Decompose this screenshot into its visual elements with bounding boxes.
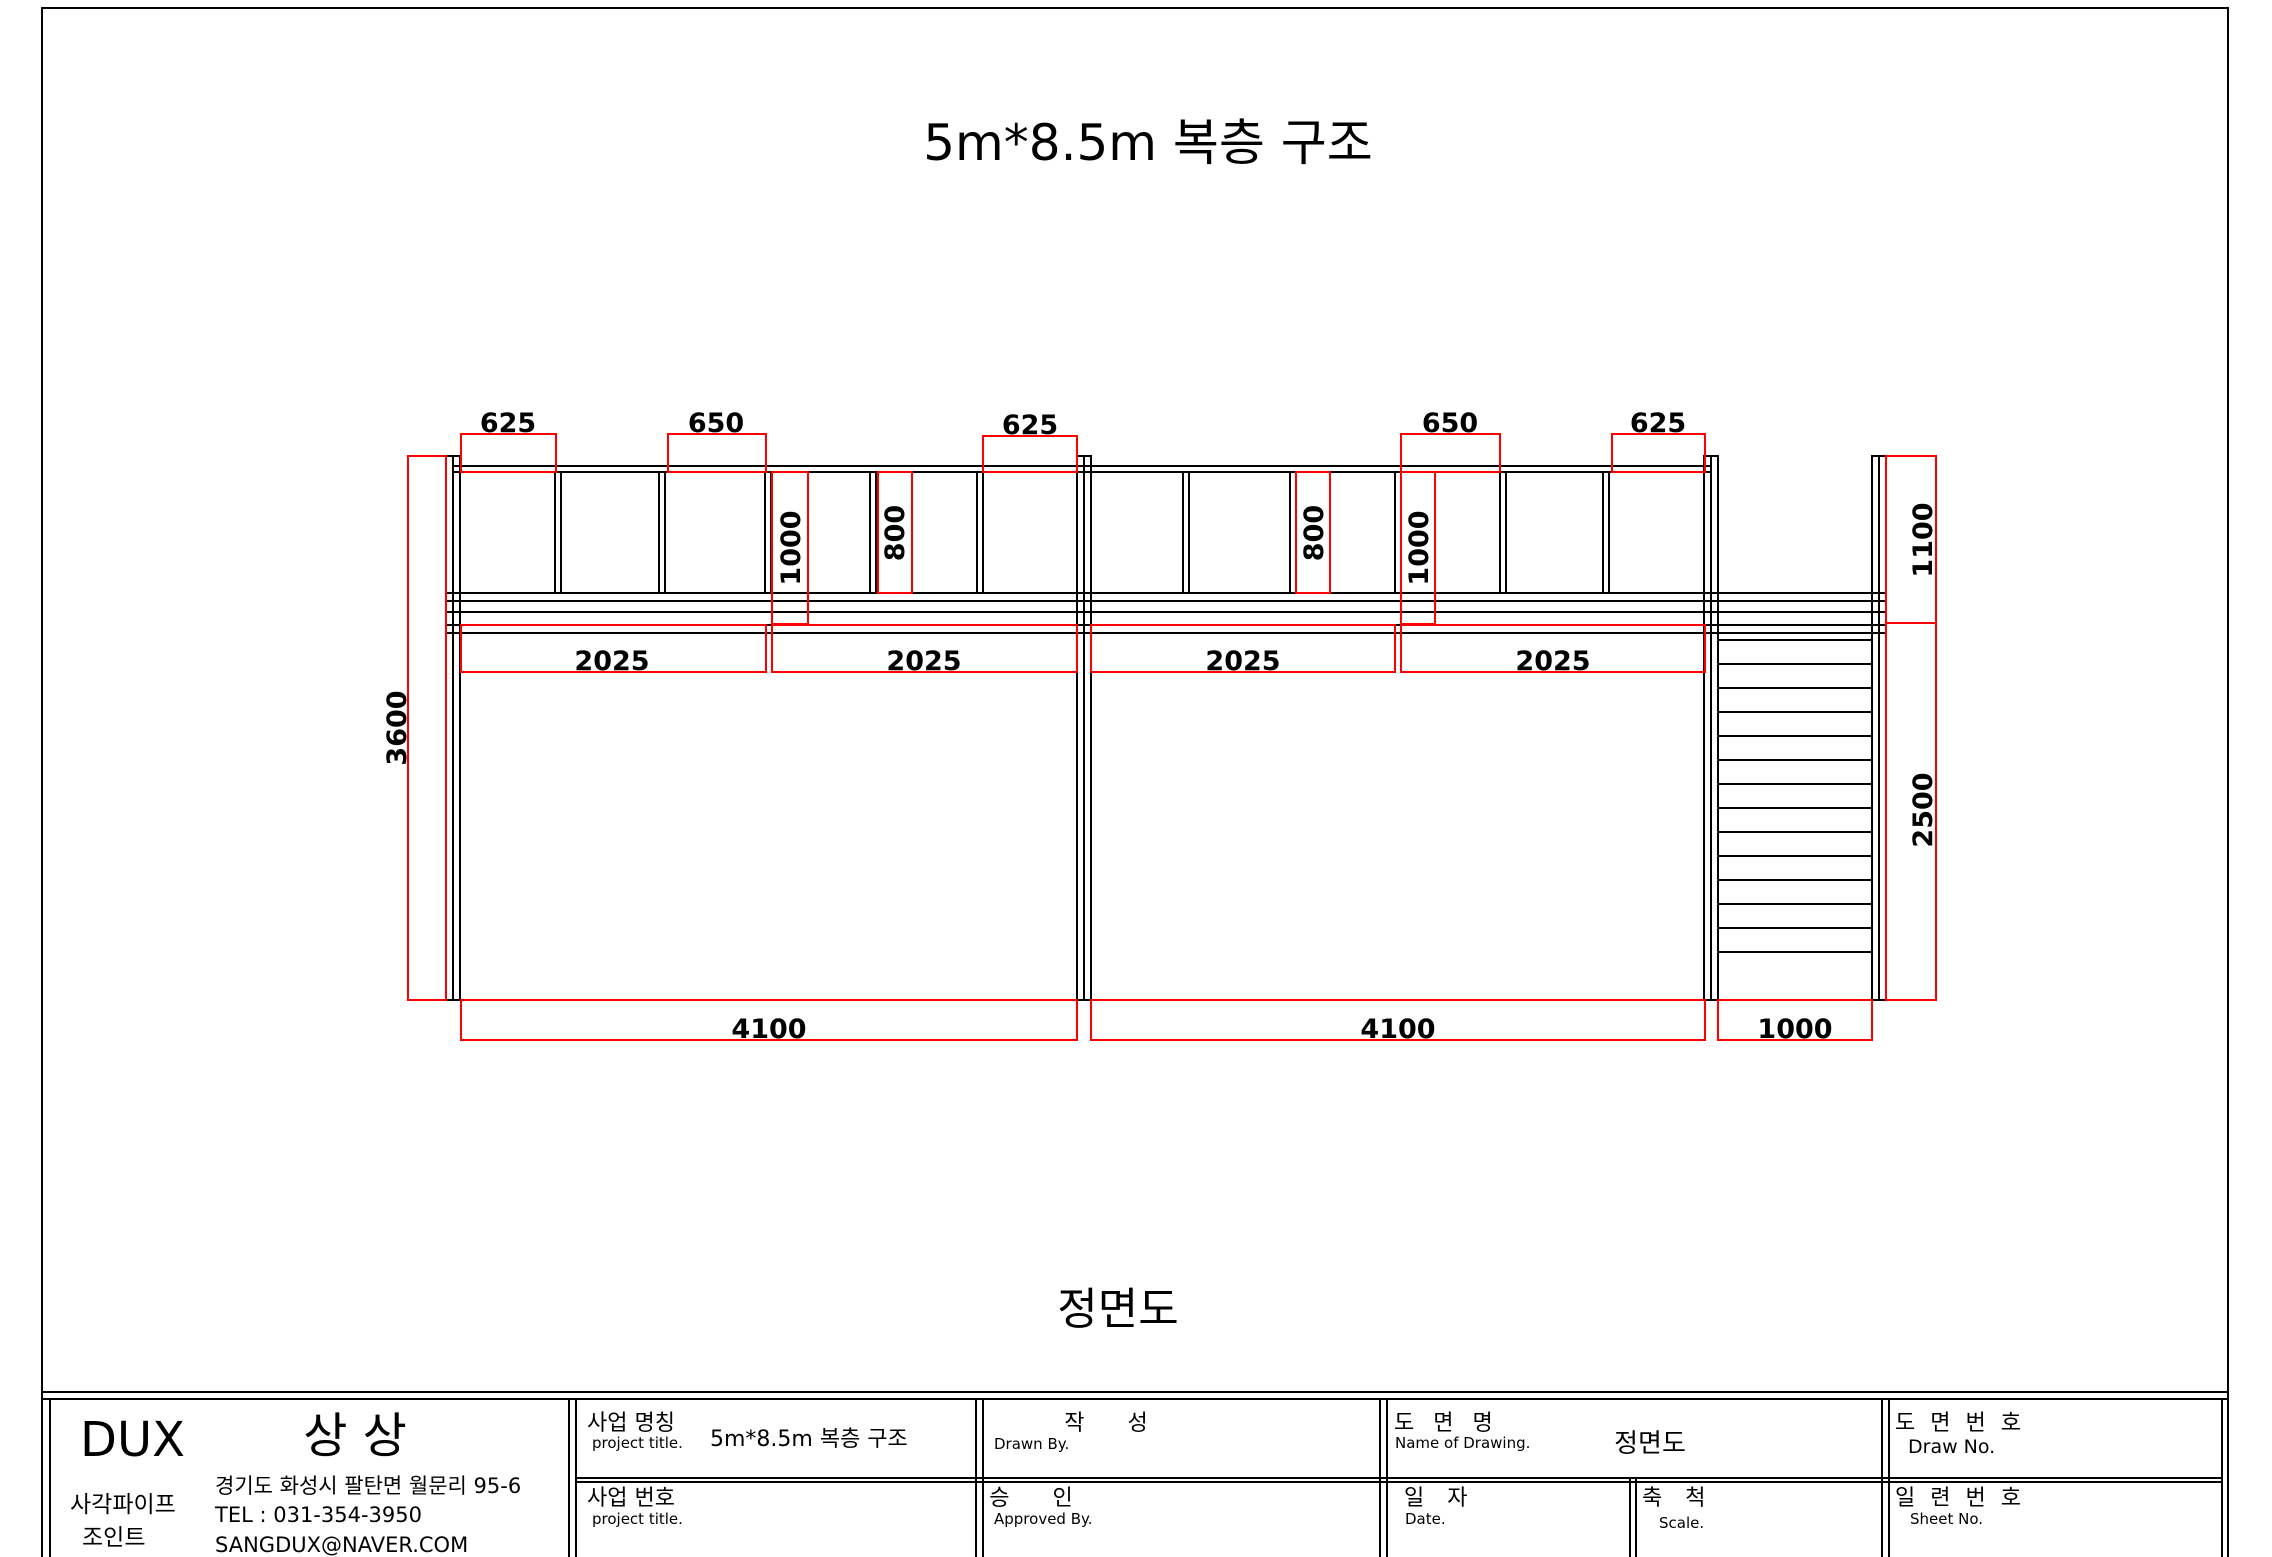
stair-treads bbox=[1718, 639, 1872, 953]
dim-box-top-650-2 bbox=[1400, 433, 1501, 473]
company-address: 경기도 화성시 팔탄면 월문리 95-6 bbox=[215, 1474, 521, 1498]
dim-box-top-625-2 bbox=[982, 435, 1078, 473]
scale-label: 축 척 bbox=[1642, 1486, 1713, 1511]
view-name: 정면도 bbox=[1057, 1284, 1178, 1335]
dim-box-span-2025-2 bbox=[771, 624, 1078, 673]
drawing-name-sub: Name of Drawing. bbox=[1395, 1434, 1530, 1452]
dim-h-800-2: 800 bbox=[1299, 505, 1330, 561]
project-name-label: 사업 명칭 bbox=[587, 1411, 675, 1436]
dimension-texts: 625 650 625 650 625 1000 800 800 1000 11… bbox=[382, 408, 1939, 1045]
dim-span-2025-3: 2025 bbox=[1205, 646, 1280, 677]
dim-h-2500: 2500 bbox=[1908, 772, 1939, 847]
dim-box-top-650-1 bbox=[667, 433, 767, 473]
drawing-title: 5m*8.5m 복층 구조 bbox=[923, 114, 1373, 172]
dim-h-1100: 1100 bbox=[1908, 502, 1939, 577]
sheet-no-sub: Sheet No. bbox=[1910, 1510, 1983, 1528]
sheet-border bbox=[41, 7, 2229, 1557]
dim-box-top-625-1 bbox=[460, 433, 557, 473]
dim-box-bottom-1000 bbox=[1717, 999, 1873, 1041]
approved-by-sub: Approved By. bbox=[994, 1510, 1093, 1528]
dim-h-800-1: 800 bbox=[880, 505, 911, 561]
scale-sub: Scale. bbox=[1659, 1514, 1704, 1532]
dim-h-1000-1: 1000 bbox=[776, 510, 807, 585]
company-tel: TEL : 031-354-3950 bbox=[214, 1503, 422, 1527]
dim-box-top-625-3 bbox=[1611, 433, 1706, 473]
dim-bottom-1000: 1000 bbox=[1757, 1014, 1832, 1045]
dim-box-span-2025-1 bbox=[460, 624, 767, 673]
project-name-value: 5m*8.5m 복층 구조 bbox=[710, 1427, 908, 1452]
drawn-by-label: 작 성 bbox=[1064, 1411, 1165, 1436]
project-name-sub: project title. bbox=[592, 1434, 683, 1452]
dim-span-2025-2: 2025 bbox=[886, 646, 961, 677]
drawing-name-label: 도 면 명 bbox=[1394, 1411, 1499, 1436]
floor-beam-lower bbox=[445, 624, 1887, 634]
dim-span-2025-1: 2025 bbox=[574, 646, 649, 677]
floor-beam-upper bbox=[445, 592, 1887, 602]
dim-box-bottom-4100-1 bbox=[460, 999, 1078, 1041]
draw-no-sub: Draw No. bbox=[1908, 1436, 1995, 1458]
approved-by-label: 승 인 bbox=[989, 1486, 1090, 1511]
dim-box-h-800-1 bbox=[877, 471, 913, 594]
date-label: 일 자 bbox=[1404, 1486, 1475, 1511]
title-block-frame bbox=[42, 1391, 2228, 1557]
drawing-name-value: 정면도 bbox=[1614, 1429, 1686, 1459]
dim-box-h-3600 bbox=[407, 455, 447, 1001]
dim-box-h-800-2 bbox=[1295, 471, 1331, 594]
drawn-by-sub: Drawn By. bbox=[994, 1435, 1069, 1453]
date-sub: Date. bbox=[1405, 1510, 1446, 1528]
mezzanine-structure bbox=[445, 455, 1887, 1001]
dim-top-625-1: 625 bbox=[480, 408, 536, 439]
dim-top-625-3: 625 bbox=[1630, 408, 1686, 439]
dim-top-625-2: 625 bbox=[1002, 410, 1058, 441]
company-name: 상 상 bbox=[303, 1408, 407, 1464]
dim-box-span-2025-3 bbox=[1090, 624, 1396, 673]
dim-box-bottom-4100-2 bbox=[1090, 999, 1706, 1041]
project-no-label: 사업 번호 bbox=[587, 1486, 675, 1511]
dim-box-h-2500 bbox=[1885, 622, 1937, 1001]
dim-box-span-2025-4 bbox=[1400, 624, 1706, 673]
dim-h-1000-2: 1000 bbox=[1404, 510, 1435, 585]
company-product-line1: 사각파이프 bbox=[70, 1492, 176, 1518]
company-product-line2: 조인트 bbox=[82, 1525, 145, 1551]
project-no-sub: project title. bbox=[592, 1510, 683, 1528]
dim-span-2025-4: 2025 bbox=[1515, 646, 1590, 677]
title-block-text: DUX 상 상 사각파이프 조인트 경기도 화성시 팔탄면 월문리 95-6 T… bbox=[70, 1408, 2025, 1557]
company-email: SANGDUX@NAVER.COM bbox=[215, 1533, 468, 1557]
dim-bottom-4100-1: 4100 bbox=[731, 1014, 806, 1045]
sheet-no-label: 일 련 번 호 bbox=[1895, 1486, 2025, 1511]
dim-top-650-2: 650 bbox=[1422, 408, 1478, 439]
draw-no-label: 도 면 번 호 bbox=[1895, 1411, 2025, 1436]
dimension-lines bbox=[407, 433, 1937, 1041]
dim-bottom-4100-2: 4100 bbox=[1360, 1014, 1435, 1045]
dim-top-650-1: 650 bbox=[688, 408, 744, 439]
dim-h-3600: 3600 bbox=[382, 690, 413, 765]
company-logo: DUX bbox=[80, 1412, 185, 1468]
